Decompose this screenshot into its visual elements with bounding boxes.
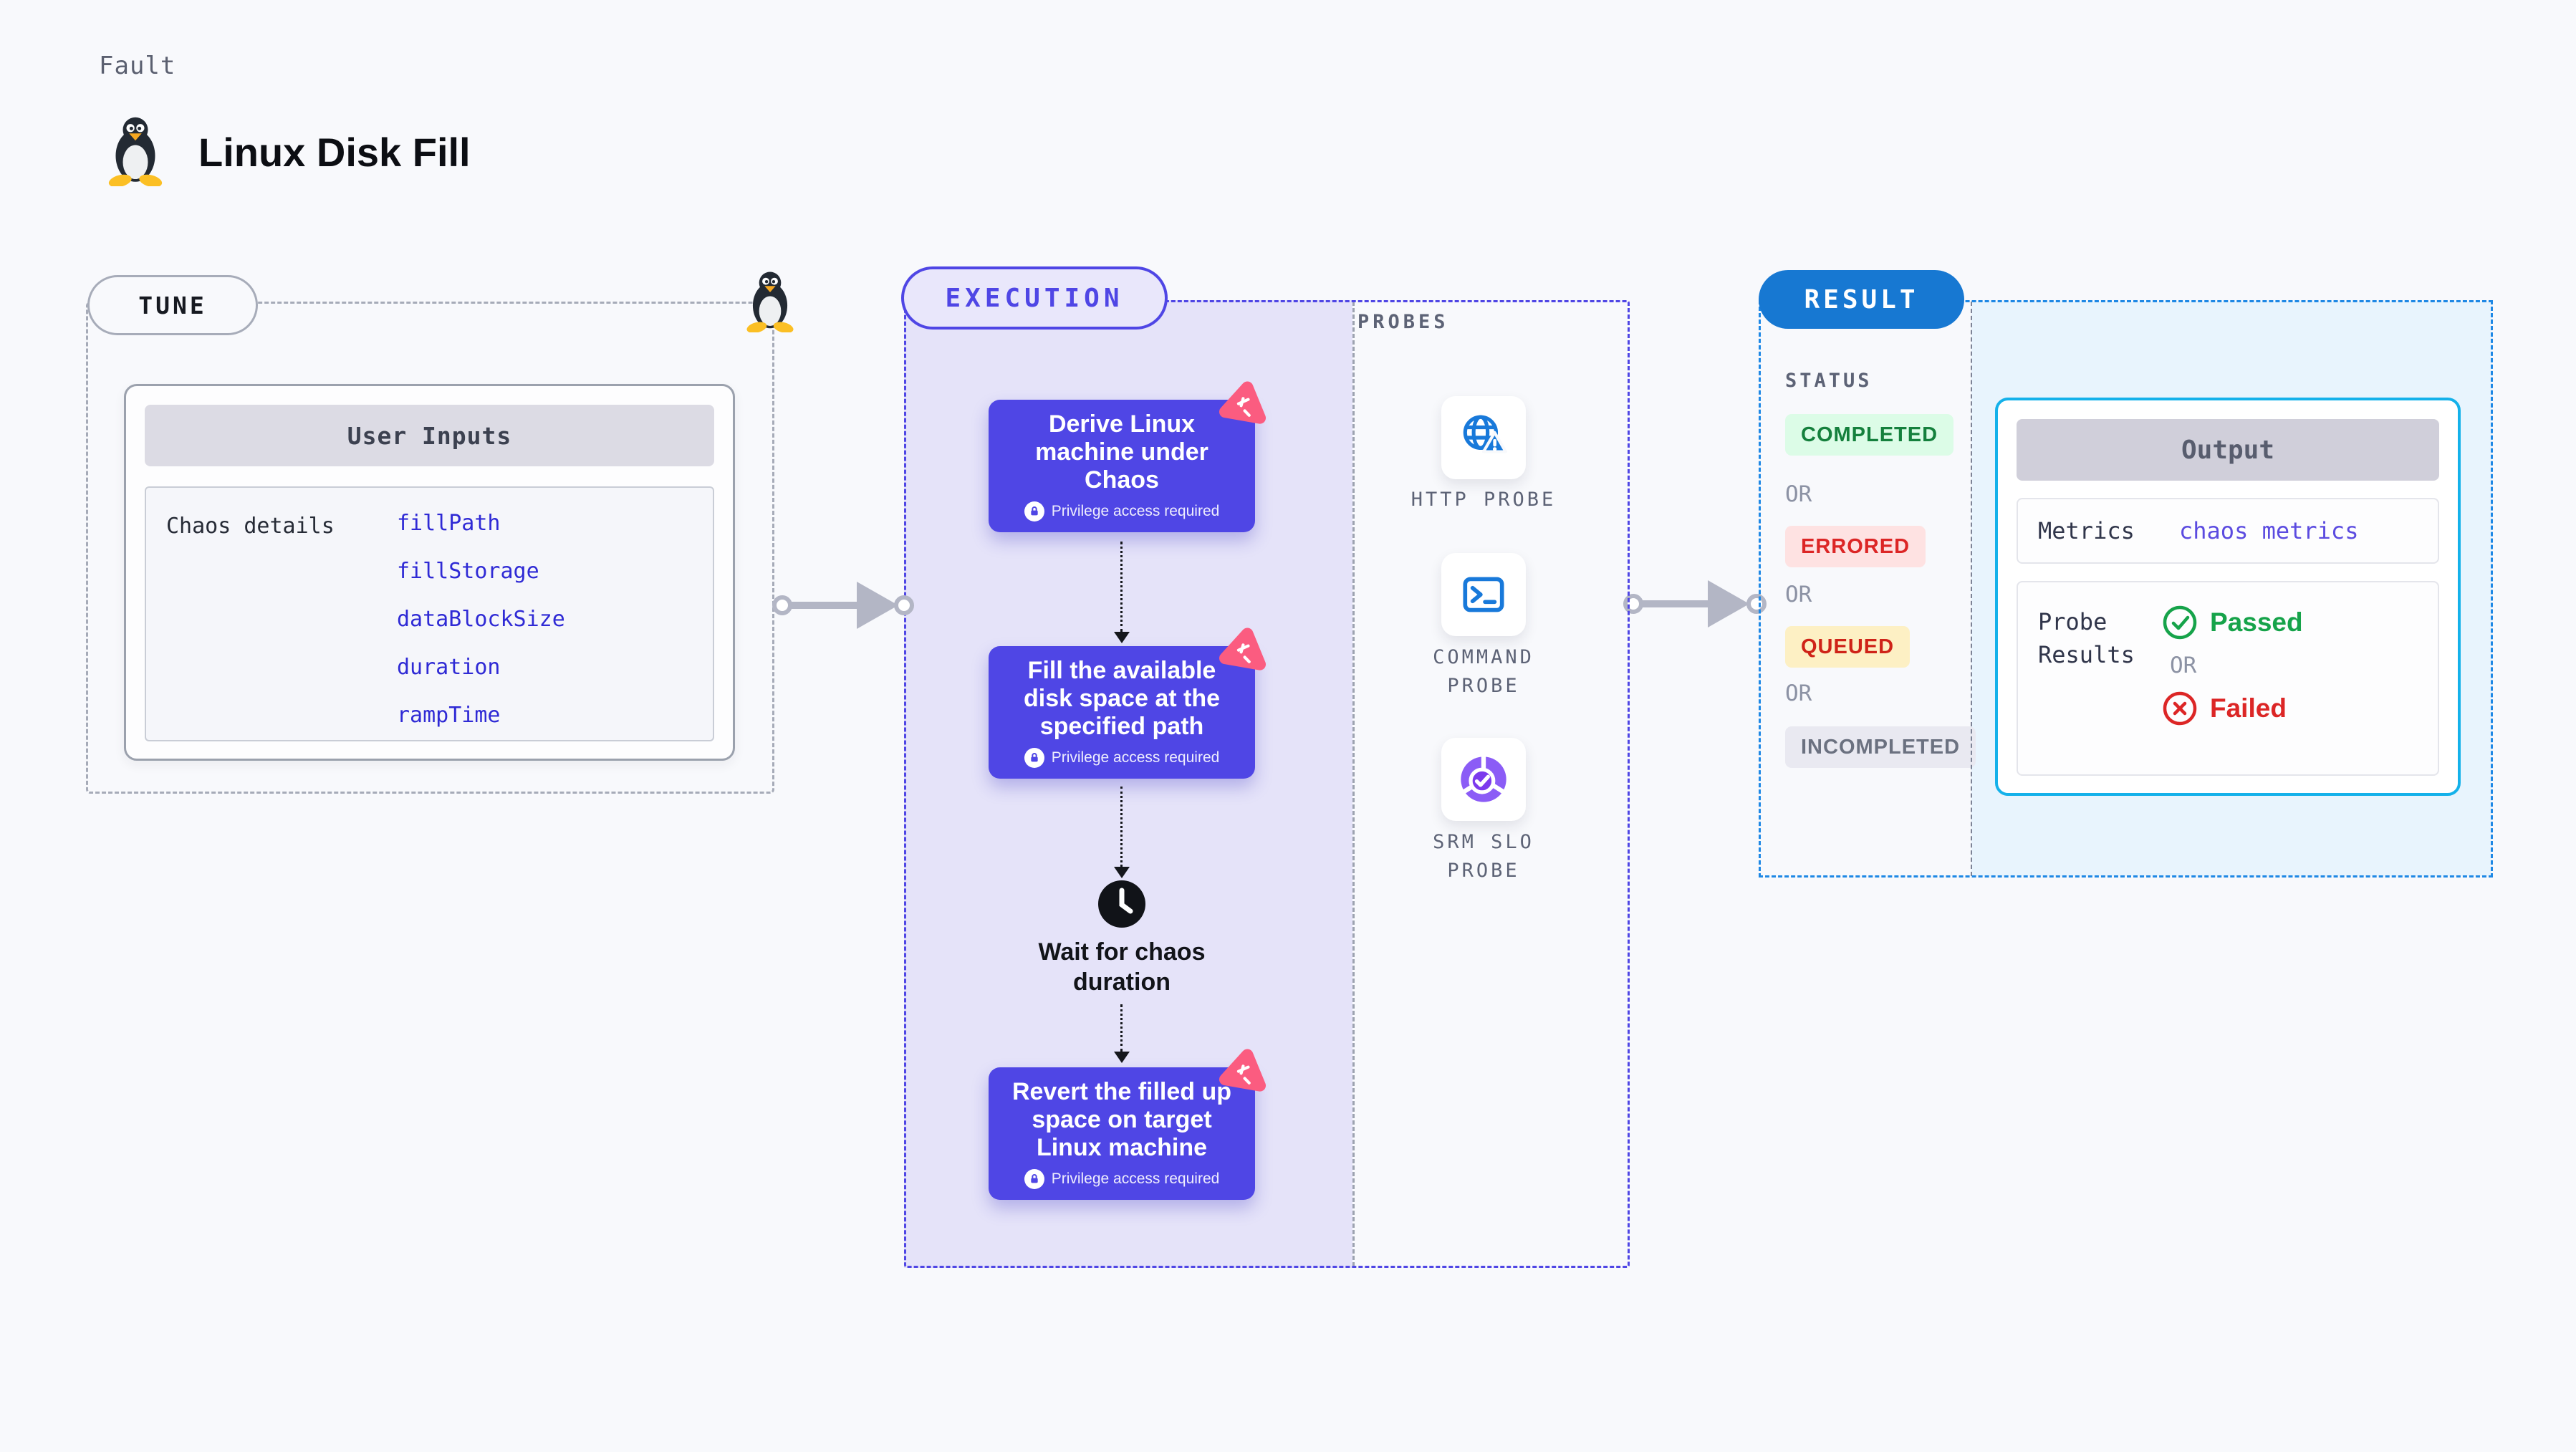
tux-penguin-icon <box>108 117 163 186</box>
step-revert-space[interactable]: Revert the filled up space on target Lin… <box>989 1067 1255 1200</box>
input-link-ramptime[interactable]: rampTime <box>397 703 501 728</box>
status-badge-completed: COMPLETED <box>1785 414 1954 456</box>
output-card: Output Metrics chaos metrics Probe Resul… <box>1995 398 2461 796</box>
result-section-label: RESULT <box>1759 270 1964 329</box>
result-status-divider <box>1971 302 1972 876</box>
chaos-details-list: Chaos details fillPath fillStorage dataB… <box>145 486 714 741</box>
flow-arrowhead <box>1114 1052 1130 1063</box>
terminal-icon <box>1463 577 1504 612</box>
flow-arrowhead <box>1114 632 1130 643</box>
chaos-badge-icon <box>1219 628 1267 670</box>
fault-kicker: Fault <box>99 52 176 80</box>
lock-icon <box>1024 1169 1044 1189</box>
or-separator: OR <box>1785 582 1812 607</box>
tune-section <box>86 302 774 794</box>
flow-arrowhead <box>1114 867 1130 878</box>
status-header: STATUS <box>1785 370 1873 392</box>
status-badge-errored: ERRORED <box>1785 526 1926 567</box>
lock-icon <box>1024 501 1044 521</box>
flow-connector <box>1120 542 1123 632</box>
page-title: Linux Disk Fill <box>198 130 471 175</box>
failed-label: Failed <box>2210 693 2287 723</box>
http-probe-card[interactable] <box>1441 396 1526 479</box>
probe-results-row: Probe Results Passed OR Failed <box>2017 581 2439 776</box>
connector-dot <box>1746 594 1767 614</box>
status-badge-incompleted: INCOMPLETED <box>1785 726 1976 768</box>
execution-section-label: EXECUTION <box>901 266 1168 330</box>
command-probe-label: COMMAND PROBE <box>1433 646 1534 697</box>
input-link-duration[interactable]: duration <box>397 655 501 680</box>
input-link-datablocksize[interactable]: dataBlockSize <box>397 607 565 632</box>
clock-icon <box>1098 880 1145 928</box>
metrics-row: Metrics chaos metrics <box>2017 498 2439 564</box>
arrow-shaft <box>788 602 860 609</box>
or-separator: OR <box>1785 481 1812 507</box>
step-title: Fill the available disk space at the spe… <box>1023 657 1220 740</box>
chaos-badge-icon <box>1219 1049 1267 1092</box>
connector-dot <box>894 595 914 615</box>
passed-label: Passed <box>2210 607 2303 637</box>
tune-to-execution-arrow <box>772 580 915 630</box>
user-inputs-card: User Inputs Chaos details fillPath fillS… <box>124 384 735 761</box>
chaos-badge-icon <box>1219 381 1267 424</box>
flow-connector <box>1120 1004 1123 1052</box>
arrow-head <box>857 582 898 629</box>
privilege-note: Privilege access required <box>1051 1170 1220 1187</box>
check-circle-icon <box>2163 605 2197 640</box>
metrics-label: Metrics <box>2038 517 2135 544</box>
step-derive-machine[interactable]: Derive Linux machine under Chaos Privile… <box>989 400 1255 532</box>
wait-step-label: Wait for chaos duration <box>1038 938 1206 996</box>
command-probe-card[interactable] <box>1441 553 1526 636</box>
user-inputs-header: User Inputs <box>145 405 714 466</box>
step-title: Revert the filled up space on target Lin… <box>1011 1078 1232 1161</box>
privilege-note: Privilege access required <box>1051 749 1220 766</box>
or-separator: OR <box>1785 681 1812 706</box>
execution-probes-divider <box>1352 302 1355 1266</box>
http-probe-label: HTTP PROBE <box>1410 489 1557 511</box>
step-fill-disk[interactable]: Fill the available disk space at the spe… <box>989 646 1255 779</box>
probes-section-label: PROBES <box>1357 311 1449 333</box>
globe-alert-icon <box>1463 415 1507 453</box>
srm-slo-probe-label: SRM SLO PROBE <box>1433 831 1534 882</box>
srm-slo-probe-card[interactable] <box>1441 738 1526 821</box>
arrow-shaft <box>1639 600 1711 607</box>
output-card-header: Output <box>2017 419 2439 481</box>
tux-penguin-small-icon <box>746 271 794 332</box>
input-link-fillstorage[interactable]: fillStorage <box>397 559 539 584</box>
x-circle-icon <box>2163 691 2197 726</box>
input-link-fillpath[interactable]: fillPath <box>397 511 501 536</box>
flow-connector <box>1120 787 1123 867</box>
chaos-details-label: Chaos details <box>166 514 335 539</box>
probe-results-label: Probe Results <box>2038 608 2135 668</box>
chaos-metrics-link[interactable]: chaos metrics <box>2179 517 2359 544</box>
privilege-note: Privilege access required <box>1051 503 1220 519</box>
or-separator: OR <box>2170 653 2197 678</box>
arrow-head <box>1708 580 1749 628</box>
status-badge-queued: QUEUED <box>1785 626 1911 668</box>
step-title: Derive Linux machine under Chaos <box>1035 410 1208 494</box>
tune-section-label: TUNE <box>87 275 258 335</box>
lock-icon <box>1024 748 1044 768</box>
slo-donut-check-icon <box>1461 756 1506 802</box>
execution-to-result-arrow <box>1623 579 1767 629</box>
